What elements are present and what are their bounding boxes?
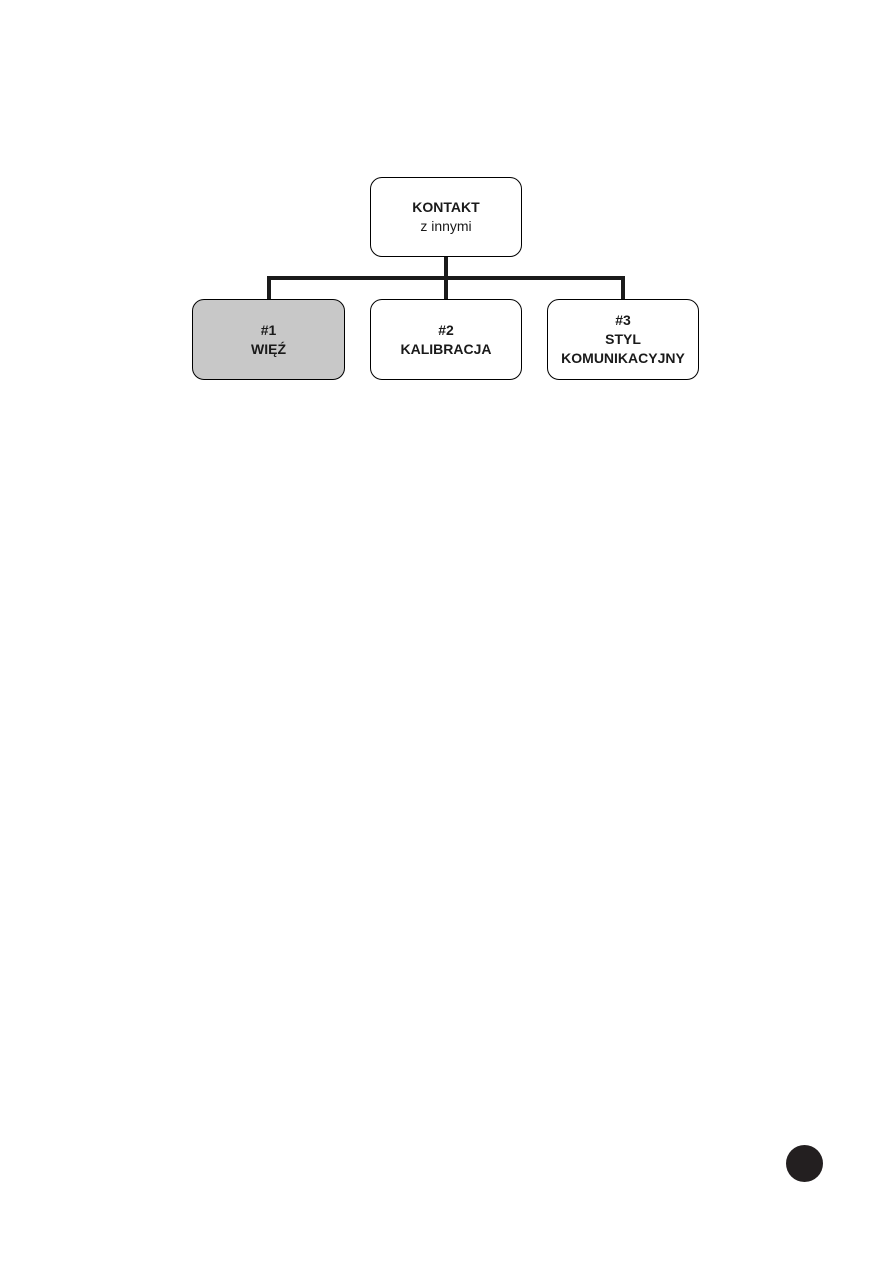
node-kontakt-subtitle: z innymi (420, 218, 472, 234)
node-styl-number: #3 (615, 312, 631, 328)
node-kalibracja-number: #2 (438, 321, 454, 338)
node-styl-label: STYL KOMUNIKACYJNY (561, 331, 685, 366)
node-kalibracja-label: KALIBRACJA (400, 340, 492, 357)
page-number-dot (786, 1145, 823, 1182)
node-wiez-label: WIĘŹ (251, 340, 286, 357)
org-chart: KONTAKT z innymi #1 WIĘŹ #2 KALIBRACJA #… (0, 0, 893, 420)
connector-horizontal (267, 276, 625, 280)
node-kontakt: KONTAKT z innymi (370, 177, 522, 257)
node-styl-komunikacyjny: #3 STYL KOMUNIKACYJNY (547, 299, 699, 380)
connector-left-drop (267, 278, 271, 300)
node-wiez-number: #1 (260, 321, 277, 338)
node-kontakt-title: KONTAKT (412, 199, 480, 215)
connector-right-drop (621, 278, 625, 300)
node-kalibracja: #2 KALIBRACJA (370, 299, 522, 380)
node-wiez: #1 WIĘŹ (192, 299, 345, 380)
